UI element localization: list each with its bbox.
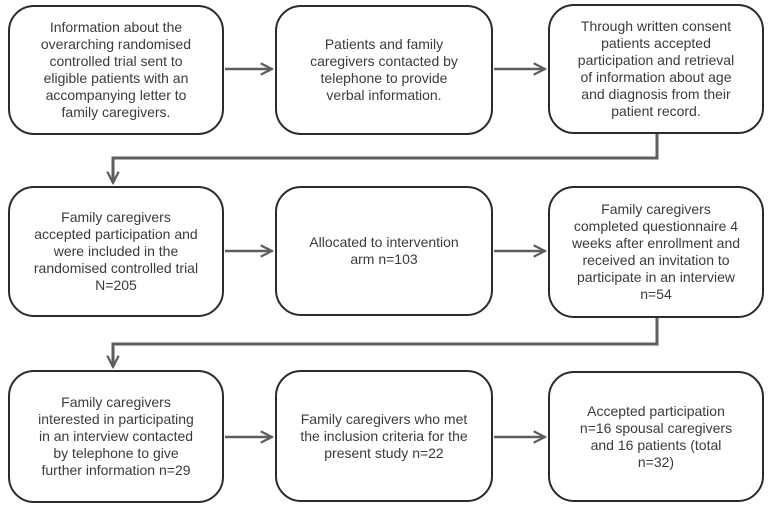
- flow-box-text: Allocated to intervention arm n=103: [309, 234, 459, 267]
- flow-box-text: Family caregivers interested in particip…: [38, 394, 194, 478]
- flow-box-telephone-verbal-information: Patients and family caregivers contacted…: [275, 5, 493, 135]
- flow-box-text: Information about the overarching random…: [40, 19, 192, 120]
- connector-box3-to-box4: [113, 134, 659, 183]
- connector-box6-to-box7: [113, 318, 659, 367]
- flow-box-text: Patients and family caregivers contacted…: [310, 36, 458, 103]
- flow-box-intervention-arm-n103: Allocated to intervention arm n=103: [275, 186, 493, 316]
- flow-box-text: Family caregivers completed questionnair…: [571, 201, 741, 302]
- flow-box-inclusion-criteria-n22: Family caregivers who met the inclusion …: [275, 370, 493, 502]
- flow-box-text: Accepted participation n=16 spousal care…: [579, 402, 733, 470]
- flow-box-accepted-participation-n32: Accepted participation n=16 spousal care…: [548, 371, 764, 502]
- flow-box-interview-interest-n29: Family caregivers interested in particip…: [8, 370, 224, 503]
- flow-box-text: Family caregivers who met the inclusion …: [300, 410, 468, 461]
- flow-box-written-consent: Through written consent patients accepte…: [548, 4, 764, 134]
- flow-box-trial-information-letter: Information about the overarching random…: [8, 5, 224, 135]
- flow-box-text: Family caregivers accepted participation…: [33, 209, 199, 293]
- flow-box-text: Through written consent patients accepte…: [577, 18, 735, 119]
- flow-box-included-rct-n205: Family caregivers accepted participation…: [8, 186, 224, 317]
- flow-box-questionnaire-interview-invitation-n54: Family caregivers completed questionnair…: [548, 186, 764, 318]
